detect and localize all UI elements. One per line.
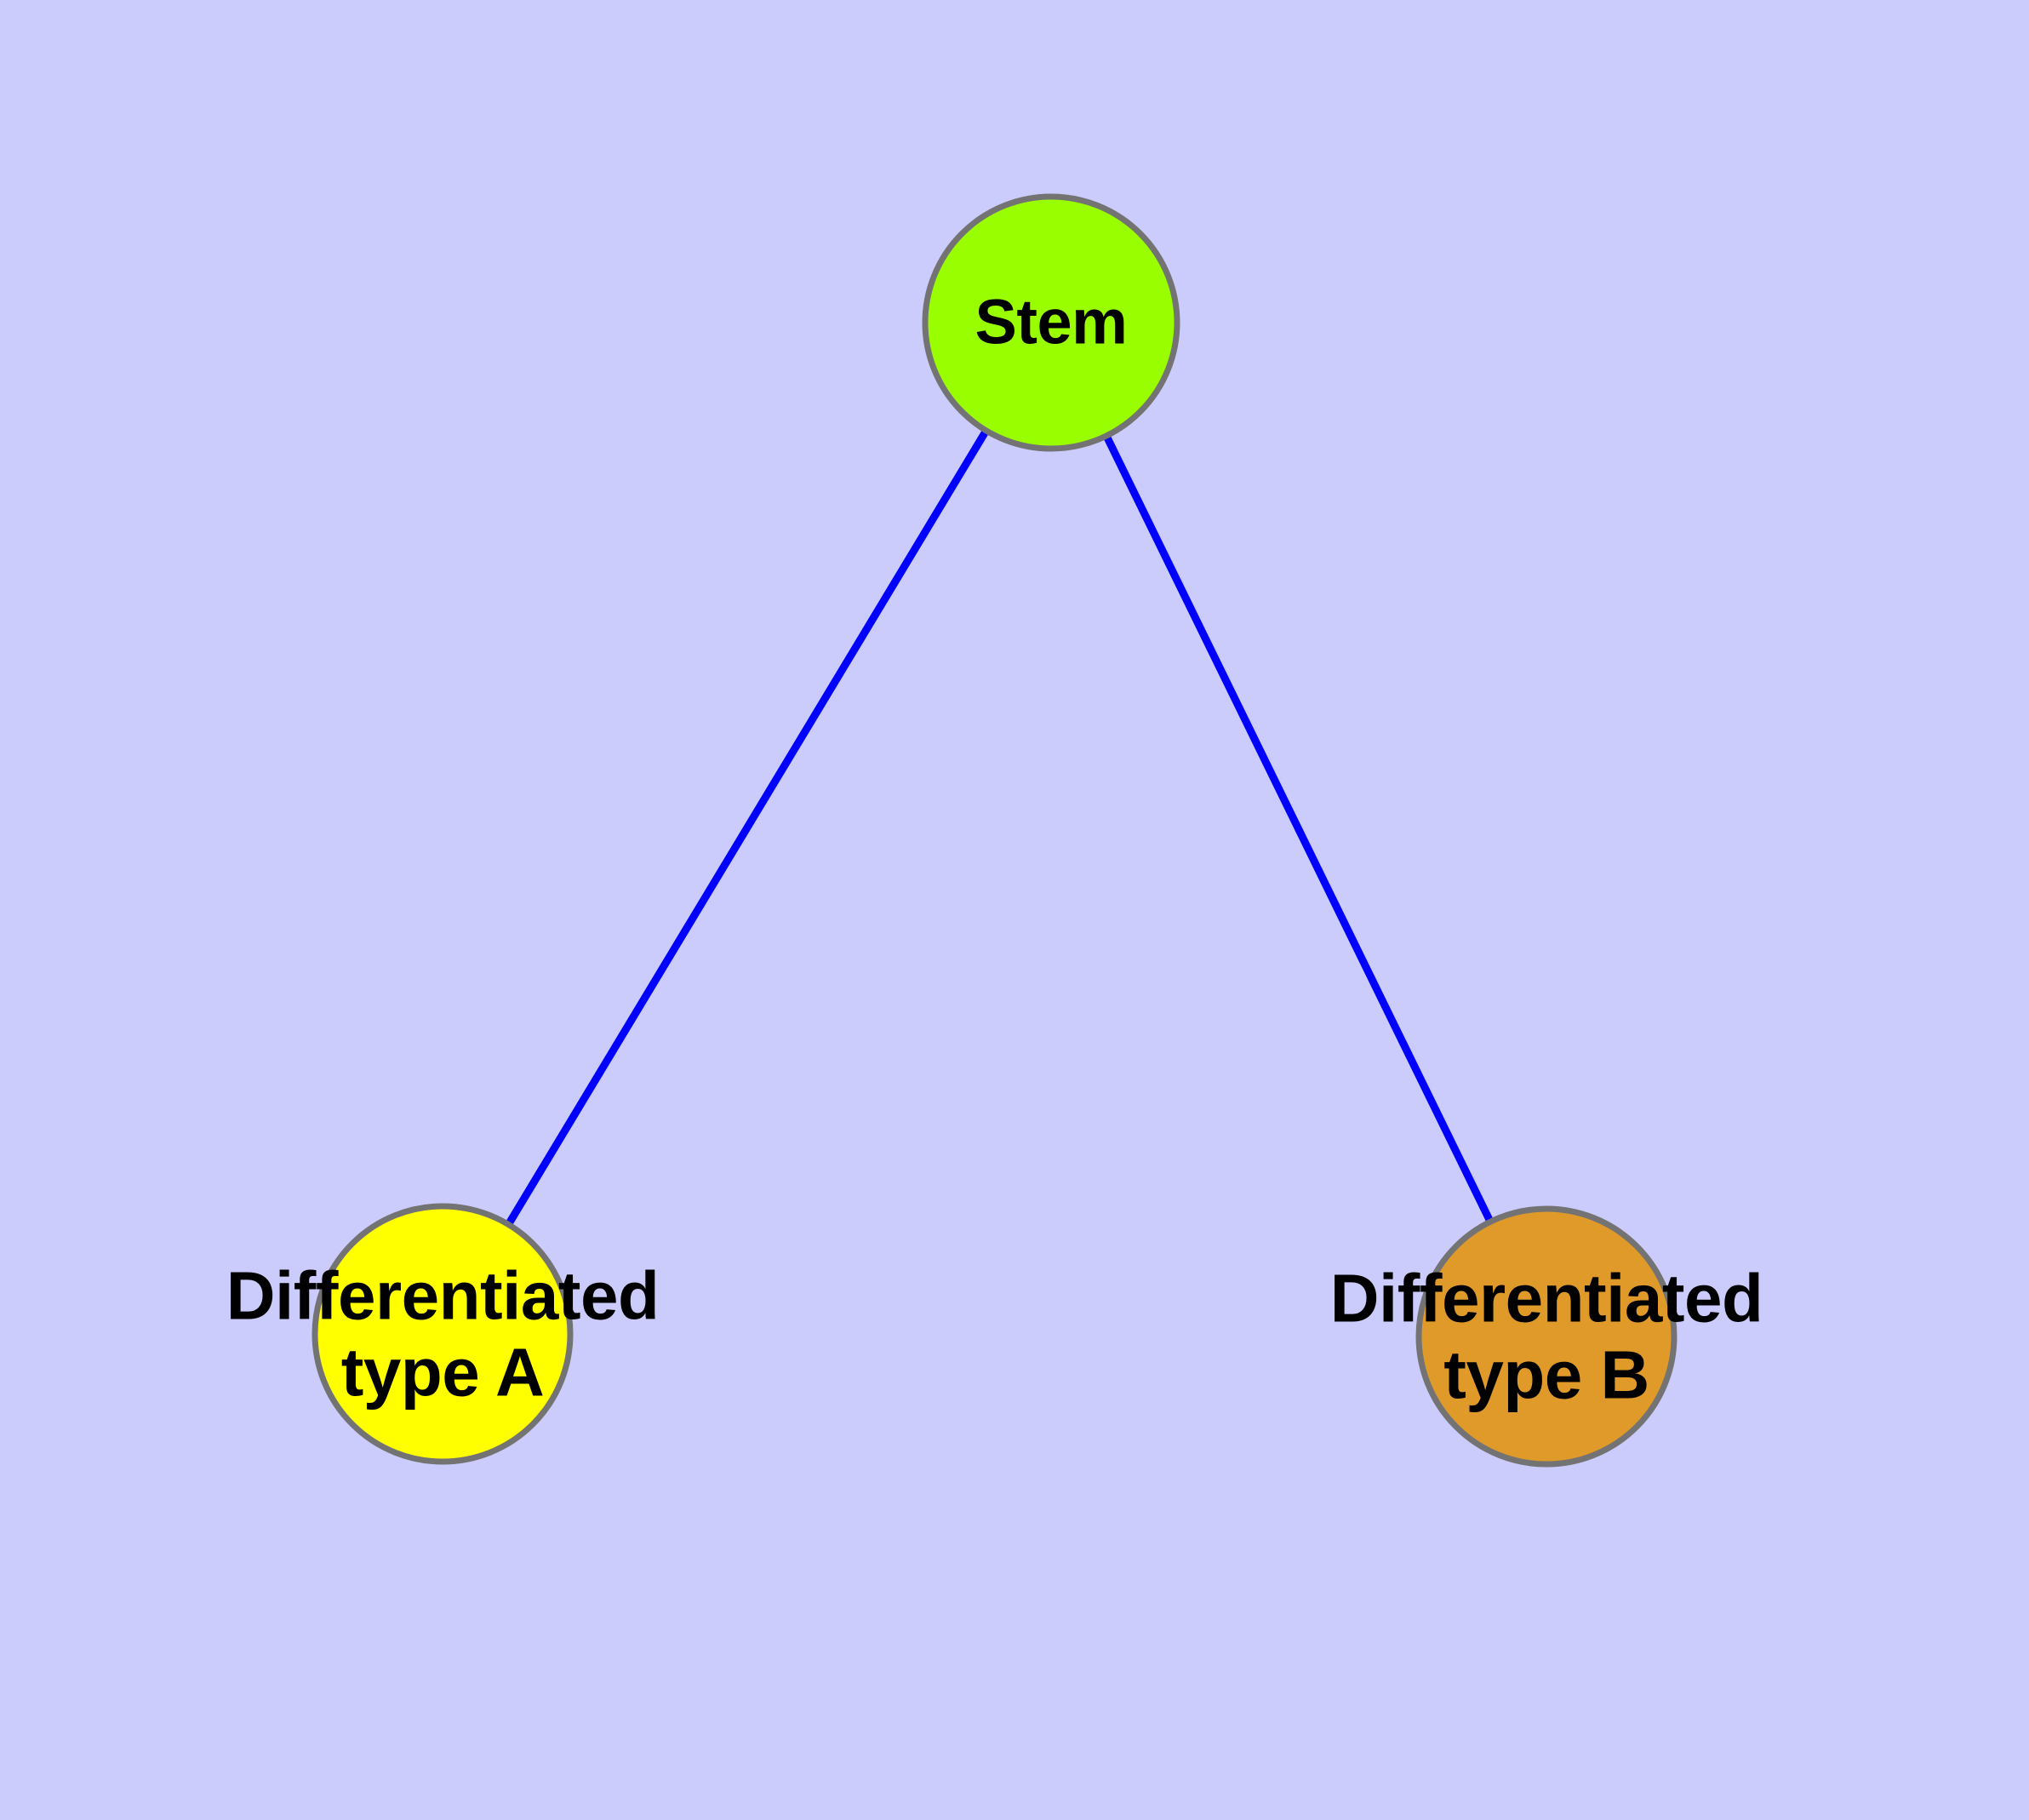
node-circle-stem[interactable]	[922, 193, 1180, 452]
edge-stem-diff-b	[1097, 423, 1500, 1234]
node-layer	[311, 193, 1677, 1468]
edge-stem-diff-a	[499, 418, 996, 1237]
node-circle-diff-b[interactable]	[1415, 1205, 1677, 1468]
node-circle-diff-a[interactable]	[311, 1203, 574, 1465]
edge-layer	[499, 418, 1500, 1237]
